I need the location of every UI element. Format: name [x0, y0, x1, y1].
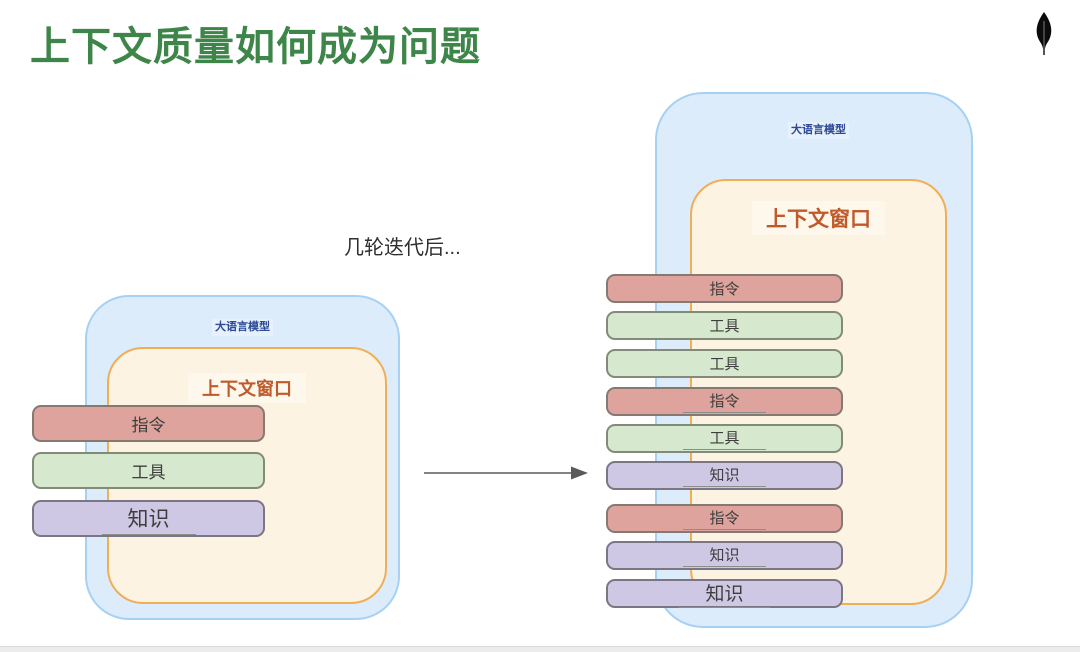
pill-label: 指令	[131, 416, 166, 435]
pill-instruction: 指令	[32, 405, 265, 442]
pill-tool: 工具	[606, 349, 843, 378]
arrow-right-icon	[424, 466, 588, 480]
page-title: 上下文质量如何成为问题	[30, 25, 481, 69]
llm-label-right-wrap: 大语言模型	[788, 120, 852, 139]
mongodb-leaf-icon	[1036, 12, 1052, 55]
context-window-label-right-wrap: 上下文窗口	[692, 201, 945, 235]
llm-label-right: 大语言模型	[788, 122, 849, 139]
pill-label: 指令	[683, 390, 766, 413]
pill-label: 知识	[679, 579, 770, 608]
pill-label: 知识	[683, 464, 766, 487]
pill-knowledge: 知识	[606, 461, 843, 490]
pill-label: 工具	[709, 318, 740, 335]
pill-tool: 工具	[606, 424, 843, 453]
pill-instruction: 指令	[606, 387, 843, 416]
context-window-label-left-wrap: 上下文窗口	[109, 373, 385, 403]
pill-label: 工具	[131, 463, 166, 482]
pill-label: 知识	[101, 503, 196, 535]
pill-label: 指令	[709, 281, 740, 298]
pill-tool: 工具	[32, 452, 265, 489]
context-window-label-left: 上下文窗口	[188, 373, 306, 403]
pill-instruction: 指令	[606, 504, 843, 533]
slide-bottom-edge	[0, 646, 1080, 652]
pill-label: 工具	[709, 356, 740, 373]
pill-label: 指令	[683, 507, 766, 530]
pill-knowledge: 知识	[606, 579, 843, 608]
pill-label: 知识	[683, 544, 766, 567]
pill-knowledge: 知识	[32, 500, 265, 537]
pill-instruction: 指令	[606, 274, 843, 303]
context-window-label-right: 上下文窗口	[752, 201, 885, 235]
llm-label-left-wrap: 大语言模型	[87, 317, 398, 336]
pill-tool: 工具	[606, 311, 843, 340]
llm-label-left: 大语言模型	[212, 319, 273, 336]
transition-text: 几轮迭代后...	[344, 237, 461, 259]
pill-label: 工具	[683, 427, 766, 450]
pill-knowledge: 知识	[606, 541, 843, 570]
